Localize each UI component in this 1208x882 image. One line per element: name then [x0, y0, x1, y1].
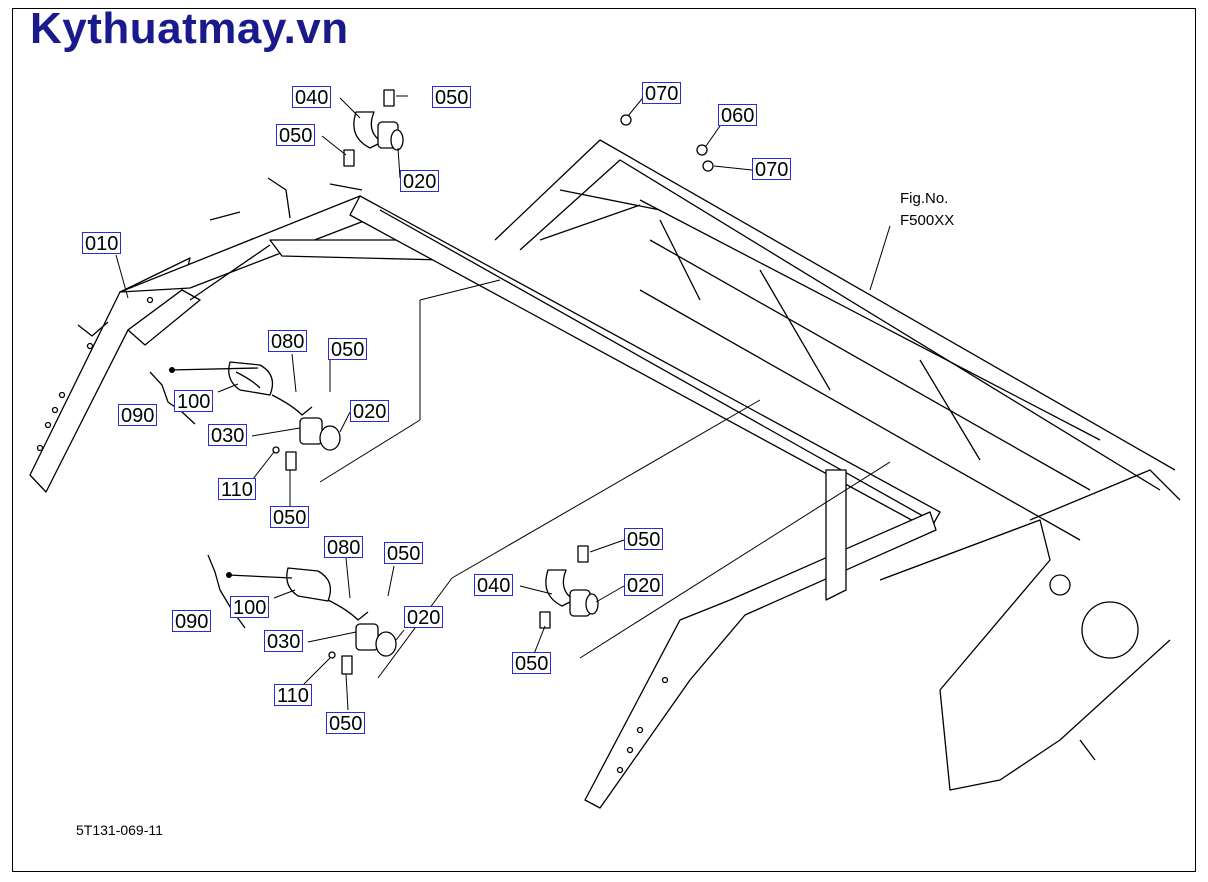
bullet-dots [169, 367, 232, 578]
figure-number-label: Fig.No. [900, 190, 949, 207]
callout-010[interactable]: 010 [82, 232, 122, 255]
callout-050-upper-a[interactable]: 050 [328, 338, 368, 361]
callout-050-mid-b[interactable]: 050 [512, 652, 552, 675]
callout-090-lower[interactable]: 090 [172, 610, 212, 633]
mid-clamp-assembly [539, 545, 599, 629]
callout-020-upper[interactable]: 020 [350, 400, 390, 423]
callout-050-lower-b[interactable]: 050 [326, 712, 366, 735]
rear-frame [494, 139, 1181, 791]
callout-110-upper[interactable]: 110 [218, 478, 256, 501]
callout-020-lower[interactable]: 020 [404, 606, 444, 629]
callout-020-top[interactable]: 020 [400, 170, 440, 193]
upper-light-assembly [149, 361, 341, 471]
callout-040-mid[interactable]: 040 [474, 574, 514, 597]
figure-number-value: F500XX [900, 212, 955, 229]
right-lower-arm [584, 469, 937, 809]
callout-030-upper[interactable]: 030 [208, 424, 248, 447]
callout-050-upper-b[interactable]: 050 [270, 506, 310, 529]
top-clamp-assembly [343, 89, 404, 167]
callout-030-lower[interactable]: 030 [264, 630, 304, 653]
callout-060[interactable]: 060 [718, 104, 758, 127]
callout-050-top-right[interactable]: 050 [432, 86, 472, 109]
callout-040-top[interactable]: 040 [292, 86, 332, 109]
callout-020-mid[interactable]: 020 [624, 574, 664, 597]
callout-050-mid-a[interactable]: 050 [624, 528, 664, 551]
nut-fasteners [620, 114, 714, 172]
leader-lines [115, 93, 891, 711]
left-frame-arm [29, 177, 383, 493]
callout-110-lower[interactable]: 110 [274, 684, 312, 707]
callout-070-a[interactable]: 070 [642, 82, 682, 105]
callout-090-upper[interactable]: 090 [118, 404, 158, 427]
callout-070-b[interactable]: 070 [752, 158, 792, 181]
drawing-code: 5T131-069-11 [76, 822, 163, 838]
callout-100-upper[interactable]: 100 [174, 390, 214, 413]
callout-080-upper[interactable]: 080 [268, 330, 308, 353]
callout-080-lower[interactable]: 080 [324, 536, 364, 559]
callout-050-top-left[interactable]: 050 [276, 124, 316, 147]
callout-050-lower-a[interactable]: 050 [384, 542, 424, 565]
site-watermark: Kythuatmay.vn [30, 4, 349, 53]
callout-100-lower[interactable]: 100 [230, 596, 270, 619]
